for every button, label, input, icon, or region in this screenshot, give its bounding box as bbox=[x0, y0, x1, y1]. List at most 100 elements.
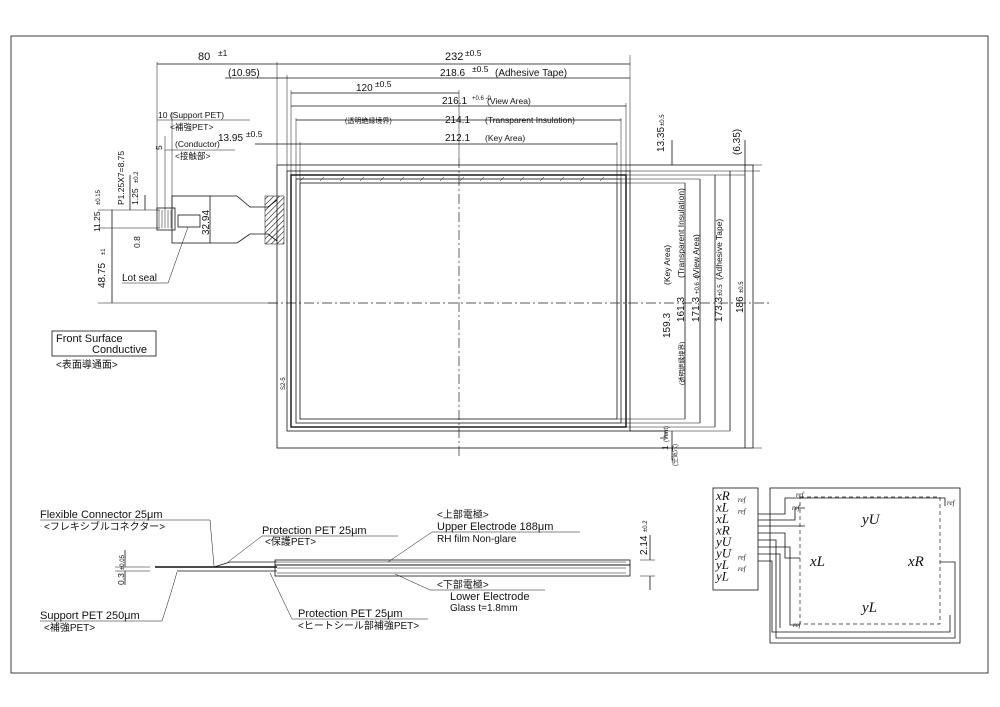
lower-electrode-jp: <下部電極> bbox=[437, 578, 489, 591]
svg-text:ref: ref bbox=[793, 621, 802, 629]
svg-text:Conductive: Conductive bbox=[92, 344, 147, 356]
dim-212-1: 212.1 bbox=[445, 133, 470, 144]
dim-32-94: 32.94 bbox=[201, 210, 212, 235]
lot-seal-box bbox=[177, 214, 201, 228]
svg-text:±0.05: ±0.05 bbox=[120, 554, 126, 570]
svg-text:±0.5: ±0.5 bbox=[465, 48, 482, 58]
lot-seal-label: Lot seal bbox=[122, 273, 157, 284]
svg-text:<補強PET>: <補強PET> bbox=[44, 621, 95, 634]
dim-171-3: 171.3 bbox=[691, 297, 702, 322]
wiring-pin-6: yL bbox=[714, 557, 729, 572]
svg-text:<補強PET>: <補強PET> bbox=[170, 122, 213, 132]
conductor-label: (Conductor) bbox=[175, 139, 220, 149]
dim-186: 186 bbox=[735, 296, 746, 313]
svg-text:ref: ref bbox=[792, 504, 801, 512]
horizontal-dimensions bbox=[156, 55, 631, 210]
dim-173-3: 173.3 bbox=[714, 297, 725, 322]
dim-0-3: 0.3 bbox=[116, 573, 126, 585]
vent-notch bbox=[630, 430, 666, 439]
dim-48-75: 48.75 bbox=[97, 263, 108, 288]
view-area-outline bbox=[290, 174, 627, 428]
svg-text:±0.5: ±0.5 bbox=[375, 79, 392, 89]
key-area-outline bbox=[299, 182, 618, 420]
dim-trans-ins: (Transparent Insulation) bbox=[676, 188, 686, 278]
svg-text:(Adhesive Tape): (Adhesive Tape) bbox=[495, 68, 567, 79]
svg-text:±0.15: ±0.15 bbox=[96, 189, 102, 205]
svg-text:<接触部>: <接触部> bbox=[175, 151, 210, 161]
support-pet-tab bbox=[156, 207, 176, 231]
section-view: Flexible Connector 25μm <フレキシブルコネクター> Pr… bbox=[40, 508, 655, 634]
svg-text:±0.5: ±0.5 bbox=[718, 284, 724, 296]
dim-232: 232 bbox=[445, 51, 463, 63]
wiring-pin-5: yU bbox=[714, 546, 733, 561]
flex-connector-label: Flexible Connector 25μm bbox=[40, 509, 163, 521]
dim-80: 80 bbox=[198, 51, 210, 63]
wiring-pin-7: yL bbox=[714, 569, 729, 584]
svg-text:ref: ref bbox=[947, 499, 956, 507]
vertical-dimensions bbox=[671, 140, 746, 460]
svg-text:±0.5: ±0.5 bbox=[660, 114, 666, 126]
dim-120: 120 bbox=[356, 83, 373, 94]
dim-159-3: 159.3 bbox=[662, 313, 673, 338]
dim-214-1-jp: (透明絶縁境界) bbox=[345, 116, 392, 125]
upper-electrode-label: Upper Electrode 188μm bbox=[437, 521, 553, 533]
dim-2-14: 2.14 bbox=[639, 535, 650, 555]
wiring-label-xL: xL bbox=[809, 554, 825, 570]
dim-key-area: (Key Area) bbox=[662, 245, 672, 285]
support-pet-bottom-label: Support PET 250μm bbox=[40, 610, 140, 622]
support-pet-label: 10 (Support PET) bbox=[158, 110, 224, 120]
drawing-frame bbox=[10, 35, 989, 674]
vent-label-jp: (空気穴) bbox=[671, 444, 679, 466]
svg-text:<フレキシブルコネクター>: <フレキシブルコネクター> bbox=[44, 520, 165, 533]
svg-text:±1: ±1 bbox=[101, 248, 107, 255]
svg-text:±0.5: ±0.5 bbox=[246, 129, 263, 139]
dim-216-1: 216.1 bbox=[442, 96, 467, 107]
svg-text:Front Surface: Front Surface bbox=[56, 333, 123, 345]
dim-13-95: 13.95 bbox=[218, 133, 243, 144]
dim-6-35: (6.35) bbox=[732, 129, 743, 155]
svg-text:ref: ref bbox=[796, 491, 805, 499]
svg-text:±0.5: ±0.5 bbox=[739, 281, 745, 293]
top-view: 80 ±1 232 ±0.5 (10.95) 218.6 ±0.5 (Adhes… bbox=[92, 48, 770, 466]
dim-adhesive: (Adhesive Tape) bbox=[714, 219, 724, 280]
dim-161-3: 161.3 bbox=[676, 297, 687, 322]
part-mark: S2-5 bbox=[281, 377, 287, 390]
svg-text:±0.2: ±0.2 bbox=[134, 171, 140, 183]
lower-electrode-label: Lower Electrode bbox=[450, 591, 530, 603]
wiring-pin-2: xL bbox=[715, 511, 729, 526]
wiring-pin-sub-6: ref bbox=[738, 565, 747, 573]
upper-electrode-jp: <上部電極> bbox=[437, 508, 489, 521]
adhesive-tape-outline bbox=[286, 170, 631, 432]
dim-view-area: (View Area) bbox=[691, 234, 701, 278]
protection-pet-bottom-label: Protection PET 25μm bbox=[298, 608, 403, 620]
wiring-pin-4: yU bbox=[714, 534, 733, 549]
transparent-insulation-outline bbox=[295, 178, 622, 424]
wiring-label-xR: xR bbox=[907, 554, 924, 570]
dim-5: 5 bbox=[154, 145, 164, 150]
wiring-label-yU: yU bbox=[860, 512, 881, 528]
glass-label: Glass t=1.8mm bbox=[450, 603, 518, 614]
wiring-pin-sub-0: ref bbox=[738, 496, 747, 504]
panel-outline bbox=[276, 164, 754, 449]
protection-pet-top-label: Protection PET 25μm bbox=[262, 525, 367, 537]
svg-text:±1: ±1 bbox=[218, 48, 228, 58]
svg-text:(Transparent Insulation): (Transparent Insulation) bbox=[485, 115, 575, 125]
wiring-pin-sub-5: ref bbox=[738, 554, 747, 562]
wiring-pin-3: xR bbox=[715, 523, 730, 538]
svg-text:+0.6 -0: +0.6 -0 bbox=[472, 96, 492, 102]
dim-1: 1 bbox=[660, 445, 670, 450]
dim-214-1: 214.1 bbox=[445, 115, 470, 126]
svg-text:+0.6 -0: +0.6 -0 bbox=[695, 274, 701, 294]
svg-text:±0.5: ±0.5 bbox=[472, 64, 489, 74]
dim-13-35: 13.35 bbox=[656, 127, 667, 152]
wiring-pin-0: xR bbox=[715, 488, 730, 503]
fpc-connector-end bbox=[171, 195, 211, 244]
wiring-label-yL: yL bbox=[860, 600, 877, 616]
edge-hatching bbox=[299, 176, 605, 182]
svg-text:<保護PET>: <保護PET> bbox=[265, 535, 316, 548]
svg-text:<ヒートシール部補強PET>: <ヒートシール部補強PET> bbox=[298, 619, 419, 632]
dim-218-6: 218.6 bbox=[440, 68, 465, 79]
